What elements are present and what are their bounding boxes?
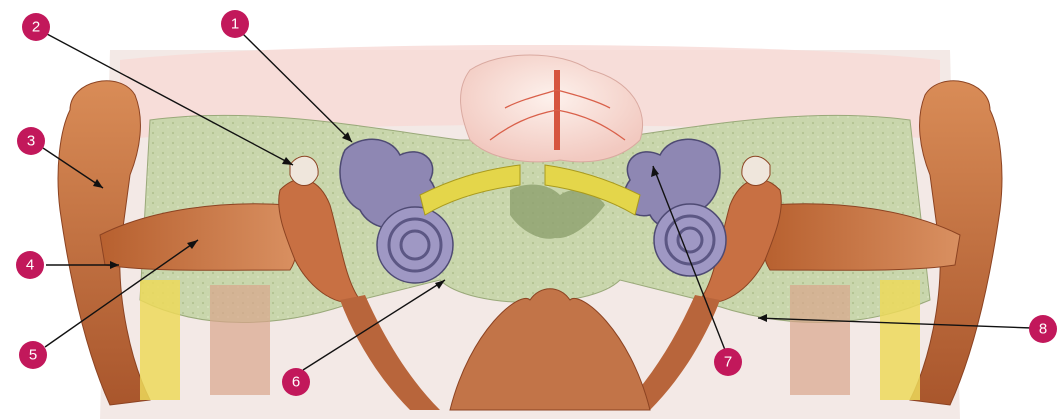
callout-4-label: 4 — [26, 257, 34, 274]
callout-2: 2 — [22, 13, 50, 41]
callout-5-label: 5 — [29, 347, 37, 364]
callout-8-label: 8 — [1039, 321, 1047, 338]
callout-7-label: 7 — [724, 354, 732, 371]
callout-3-label: 3 — [27, 133, 35, 150]
callout-6-label: 6 — [292, 374, 300, 391]
callout-2-label: 2 — [32, 19, 40, 36]
callout-1: 1 — [221, 10, 249, 38]
callout-4: 4 — [16, 251, 44, 279]
callout-1-label: 1 — [231, 16, 239, 33]
callout-7: 7 — [714, 348, 742, 376]
callout-8: 8 — [1029, 315, 1057, 343]
callout-3: 3 — [17, 127, 45, 155]
callout-5: 5 — [19, 341, 47, 369]
callout-6: 6 — [282, 368, 310, 396]
